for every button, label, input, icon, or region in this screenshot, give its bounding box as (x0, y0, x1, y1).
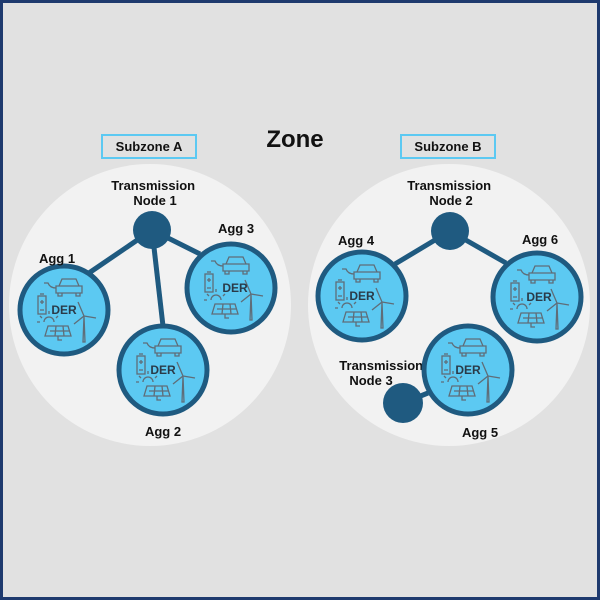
subzone-b-label-box: Subzone B (400, 134, 496, 159)
transmission-node-2-label: Transmission Node 2 (407, 178, 494, 208)
der-label: DER (150, 363, 176, 377)
aggregator-5[interactable]: DER (421, 323, 515, 417)
agg-3-label: Agg 3 (218, 221, 254, 236)
subzone-b-label: Subzone B (414, 139, 481, 154)
der-label: DER (51, 303, 77, 317)
agg-1-label: Agg 1 (39, 251, 75, 266)
subzone-a-label: Subzone A (116, 139, 183, 154)
subzone-b-region (308, 164, 590, 446)
transmission-node-3[interactable] (383, 383, 423, 423)
transmission-node-3-label: Transmission Node 3 (339, 358, 426, 388)
der-label: DER (526, 290, 552, 304)
agg-6-label: Agg 6 (522, 232, 558, 247)
agg-2-label: Agg 2 (145, 424, 181, 439)
zone-title: Zone (266, 126, 323, 153)
transmission-node-1-label: Transmission Node 1 (111, 178, 198, 208)
aggregator-3[interactable]: DER (184, 241, 278, 335)
transmission-node-2[interactable] (431, 212, 469, 250)
der-label: DER (222, 281, 248, 295)
der-label: DER (455, 363, 481, 377)
agg-4-label: Agg 4 (338, 233, 375, 248)
aggregator-4[interactable]: DER (315, 249, 409, 343)
aggregator-2[interactable]: DER (116, 323, 210, 417)
aggregator-1[interactable]: DER (17, 263, 111, 357)
agg-5-label: Agg 5 (462, 425, 498, 440)
der-label: DER (349, 289, 375, 303)
subzone-a-region (9, 164, 291, 446)
aggregator-6[interactable]: DER (490, 250, 584, 344)
transmission-node-1[interactable] (133, 211, 171, 249)
subzone-a-label-box: Subzone A (101, 134, 197, 159)
